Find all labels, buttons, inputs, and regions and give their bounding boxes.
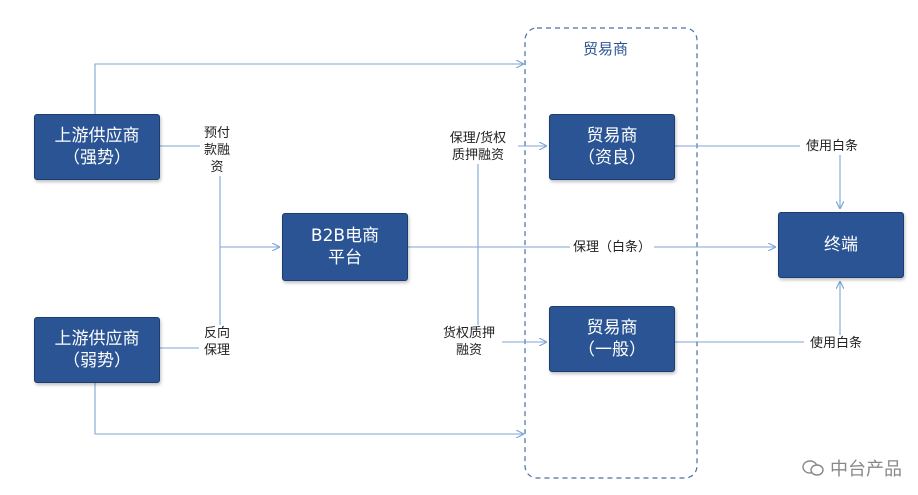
node-upstream-strong: 上游供应商 （强势） [34,114,160,180]
edge-trader-general-right [674,282,840,343]
label-line: 资 [210,160,224,175]
node-line: （资良） [578,148,646,168]
edge-strong-to-platform [158,145,279,247]
node-trader-good: 贸易商 （资良） [549,114,675,180]
label-goods-pledge: 货权质押 融资 [436,325,502,359]
watermark-text: 中台产品 [830,459,902,480]
node-line: 上游供应商 [54,329,140,349]
label-line: 款融 [203,143,230,158]
node-line: 终端 [824,235,858,255]
node-line: 平台 [328,248,362,268]
edge-weak-to-group [94,382,523,434]
node-line: 贸易商 [586,126,638,146]
wechat-icon [802,460,824,476]
label-iou-top: 使用白条 [800,138,864,155]
node-b2b-platform: B2B电商 平台 [282,213,408,281]
edge-trader-good-right [674,145,840,208]
label-line: 保理/货权 [449,131,507,146]
edge-strong-to-group [94,64,523,114]
node-line: （弱势） [63,351,131,371]
node-terminal: 终端 [778,212,904,278]
label-reverse-factoring: 反向 保理 [199,325,235,359]
label-factoring-iou: 保理（白条） [570,239,654,256]
trader-group-border [524,27,698,479]
label-prepay-financing: 预付 款融 资 [200,125,234,176]
label-line: 预付 [203,126,230,141]
label-line: 反向 [203,326,230,341]
node-upstream-weak: 上游供应商 （弱势） [34,317,160,383]
node-line: （强势） [63,148,131,168]
node-line: 贸易商 [586,318,638,338]
node-line: （一般） [578,340,646,360]
label-line: 货权质押 [442,326,495,341]
node-line: B2B电商 [310,226,380,246]
watermark: 中台产品 [802,455,902,481]
label-iou-bottom: 使用白条 [804,335,868,352]
node-line: 上游供应商 [54,126,140,146]
label-factoring-pledge: 保理/货权 质押融资 [438,130,518,164]
trader-group-title: 贸易商 [583,40,629,58]
label-line: 融资 [455,343,482,358]
label-line: 保理 [203,343,230,358]
node-trader-general: 贸易商 （一般） [549,306,675,372]
label-line: 质押融资 [451,148,504,163]
